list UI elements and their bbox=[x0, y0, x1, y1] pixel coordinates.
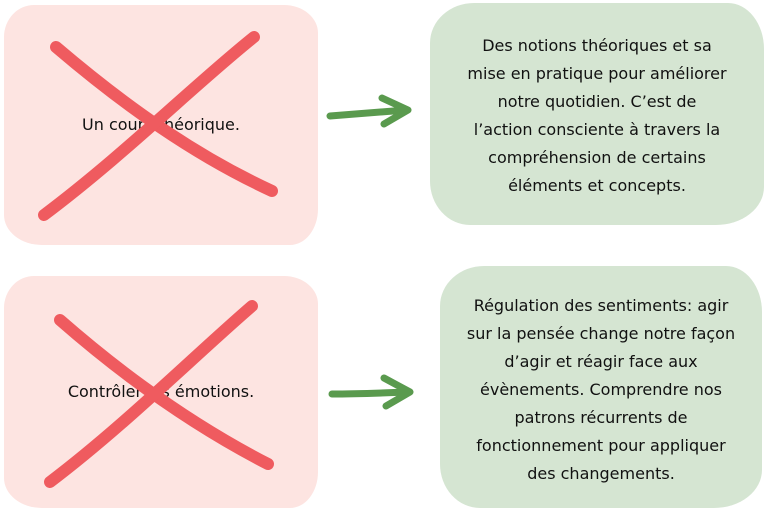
positive-text-2: Régulation des sentiments: agir sur la p… bbox=[466, 296, 736, 483]
right-arrow-icon bbox=[328, 374, 414, 410]
negative-box-2: Contrôler les émotions. bbox=[4, 276, 318, 508]
positive-box-1: Des notions théoriques et sa mise en pra… bbox=[430, 3, 764, 225]
right-arrow-icon bbox=[326, 94, 412, 128]
positive-text-1: Des notions théoriques et sa mise en pra… bbox=[467, 36, 727, 195]
negative-box-1: Un cours théorique. bbox=[4, 5, 318, 245]
negative-label-1: Un cours théorique. bbox=[82, 115, 240, 134]
negative-label-2: Contrôler les émotions. bbox=[67, 382, 255, 401]
positive-box-2: Régulation des sentiments: agir sur la p… bbox=[440, 266, 762, 508]
